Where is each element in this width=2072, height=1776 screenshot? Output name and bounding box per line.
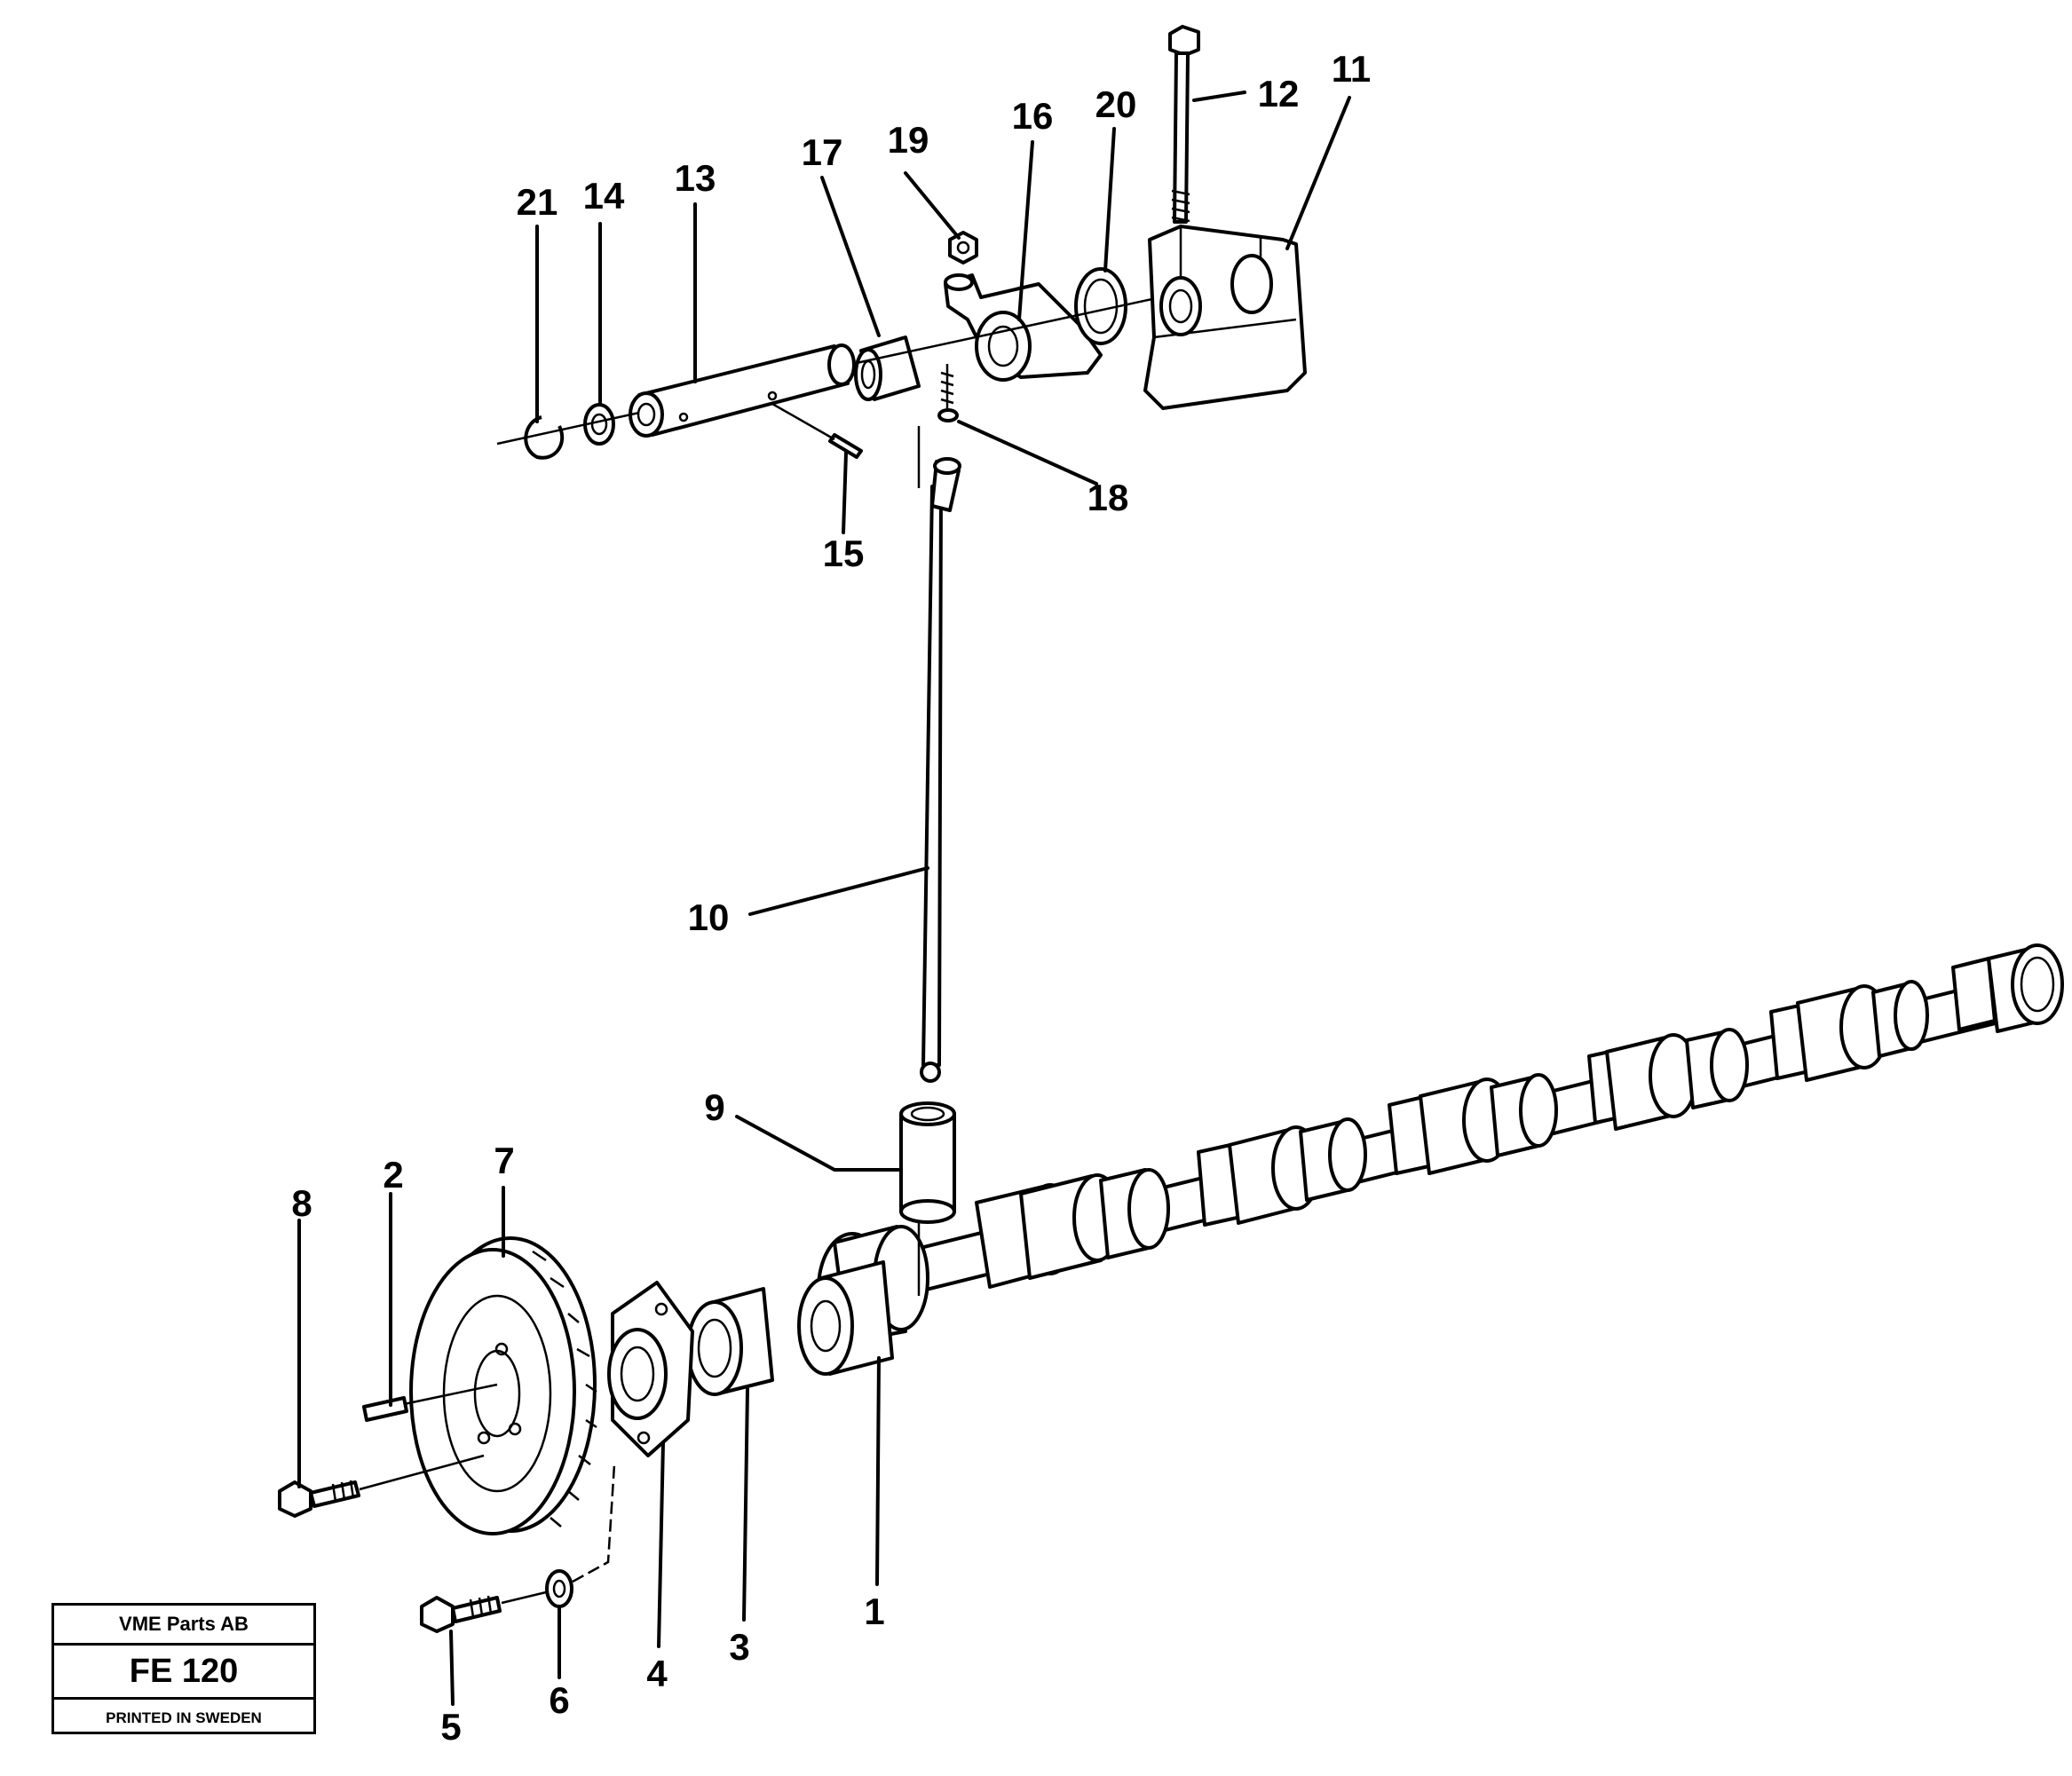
camshaft [817,943,2064,1346]
leader-20 [1103,127,1116,272]
callout-16: 16 [1012,95,1054,137]
part-10-pushrod [920,457,961,1083]
part-9-tappet [899,1101,956,1265]
callout-3: 3 [729,1626,749,1668]
callout-2: 2 [383,1154,403,1196]
leader-4 [657,1441,665,1648]
callout-11: 11 [1332,48,1371,90]
callout-10: 10 [688,896,730,938]
part-12-bolt [1168,25,1200,224]
leader-16 [1017,140,1034,321]
callout-9: 9 [704,1086,724,1128]
callout-4: 4 [646,1653,668,1694]
callout-14: 14 [583,175,625,217]
assembly-path-line [572,1464,616,1583]
title-block: VME Parts AB FE 120 PRINTED IN SWEDEN [51,1603,316,1734]
callout-21: 21 [517,181,558,223]
part-19-nut [948,231,978,264]
callout-6: 6 [549,1679,569,1721]
leader-12 [1192,91,1246,102]
company-name: VME Parts AB [54,1606,313,1646]
leader-5 [449,1630,455,1706]
callout-5: 5 [440,1706,461,1748]
part-3-spacer [686,1287,774,1396]
callout-20: 20 [1095,83,1137,125]
part-4-thrust-flange [607,1281,694,1457]
part-18-adjusting-screw [937,364,959,422]
rocker-shaft-13 [629,343,856,438]
part-1-journal [797,1260,894,1376]
leader-9 [735,1115,900,1172]
callout-1: 1 [864,1591,884,1632]
part-20-seal-ring [851,267,1182,366]
callout-17: 17 [802,131,843,173]
part-21-circlip [496,411,640,460]
leader-lines [297,91,1351,1706]
part-5-bolt [420,1591,547,1633]
part-17-bushing [854,335,921,401]
part-11-bracket [1143,225,1307,410]
callout-7: 7 [494,1140,514,1181]
leader-1 [875,1356,881,1586]
leader-19 [904,171,961,240]
leader-3 [742,1387,749,1622]
print-note: PRINTED IN SWEDEN [106,1709,262,1726]
callout-18: 18 [1087,477,1129,518]
part-8-bolt [278,1454,485,1518]
leader-10 [748,866,929,916]
leader-15 [842,451,848,534]
part-15-pin [771,402,863,459]
leader-11 [1285,96,1351,250]
part-7-gear [409,1236,597,1535]
callout-15: 15 [823,533,865,574]
callout-13: 13 [675,157,716,199]
callout-12: 12 [1258,73,1300,114]
callout-8: 8 [291,1182,312,1224]
callout-19: 19 [888,119,929,161]
part-6-washer [545,1569,573,1608]
leader-18 [957,420,1098,485]
diagram-code: FE 120 [54,1646,313,1700]
callout-labels: 1 2 3 4 5 6 7 8 9 10 11 12 13 14 15 16 1… [291,48,1371,1748]
leader-17 [820,176,881,337]
